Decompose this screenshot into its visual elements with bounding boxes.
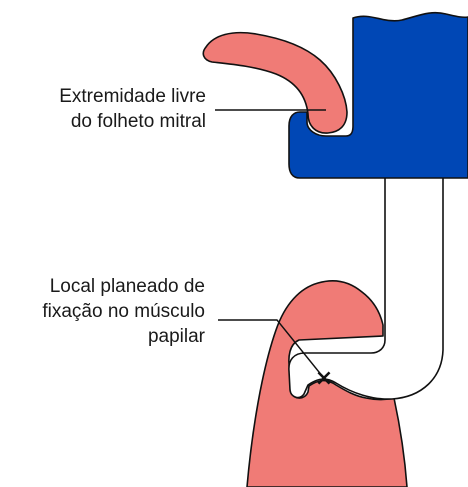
leaflet-tip-label: Extremidade livre do folheto mitral (59, 84, 206, 134)
fixation-site-label: Local planeado de fixação no músculo pap… (42, 274, 205, 349)
mitral-leaflet (202, 31, 348, 134)
leaflet-tip-label-line2: do folheto mitral (70, 111, 206, 132)
leaflet-tip-label-line1: Extremidade livre (59, 86, 206, 107)
fixation-mark: × (315, 366, 333, 391)
leader-line-fixation (218, 319, 324, 378)
device-body (288, 11, 468, 179)
fixation-arm (288, 171, 444, 400)
fixation-site-label-line2: fixação no músculo (42, 301, 205, 322)
fixation-site-label-line3: papilar (147, 326, 205, 347)
fixation-site-label-line1: Local planeado de (49, 276, 205, 297)
